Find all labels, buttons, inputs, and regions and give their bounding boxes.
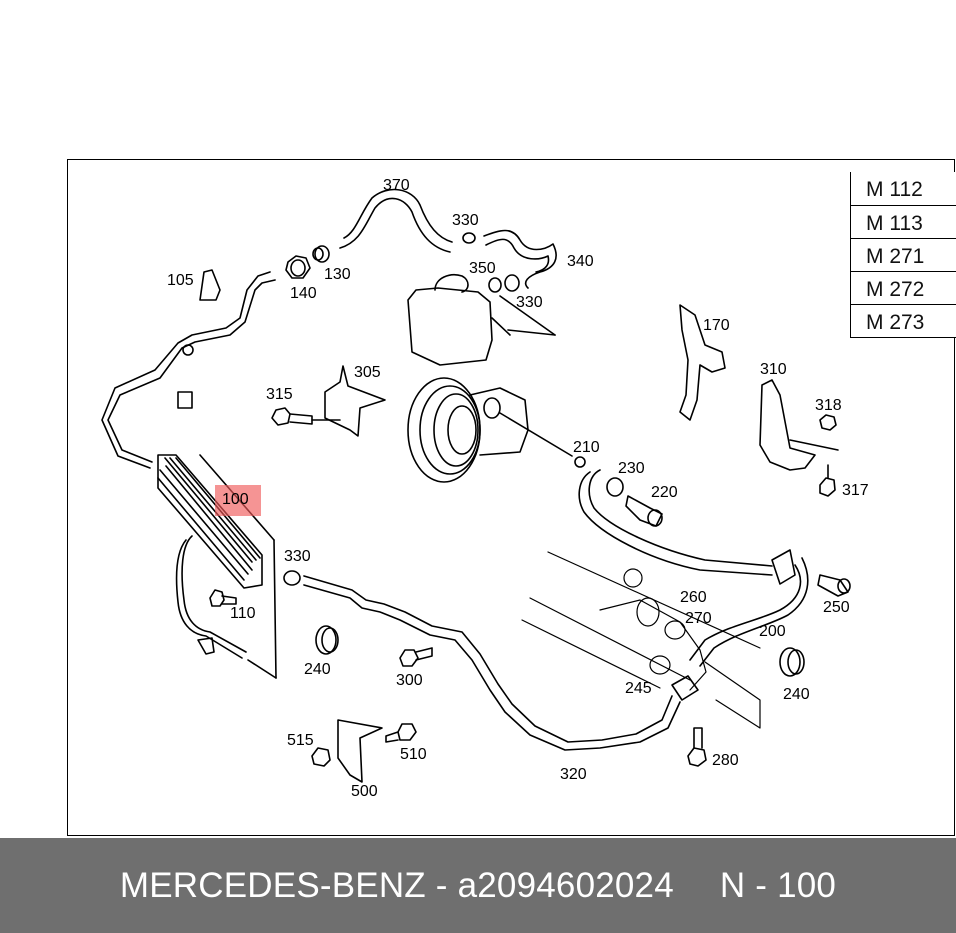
return-line-320 bbox=[303, 575, 699, 751]
callout-220: 220 bbox=[651, 484, 678, 501]
diagram-frame bbox=[67, 159, 955, 836]
callout-260: 260 bbox=[680, 589, 707, 606]
clamp-330c bbox=[283, 570, 301, 586]
highlighted-part-marker[interactable] bbox=[215, 485, 261, 516]
callout-305: 305 bbox=[354, 364, 381, 381]
bolt-315 bbox=[271, 407, 313, 426]
pressure-line-upper bbox=[101, 271, 276, 469]
engine-row: M 113 bbox=[851, 205, 956, 238]
engine-row: M 272 bbox=[851, 271, 956, 304]
callouts: 370 330 340 350 330 140 130 105 170 305 … bbox=[167, 177, 869, 800]
engine-table: M 112 M 113 M 271 M 272 M 273 bbox=[850, 172, 956, 338]
engine-row: M 112 bbox=[866, 178, 923, 201]
clamp-330b bbox=[504, 274, 520, 292]
hose-340 bbox=[483, 229, 557, 289]
footer-ref: N - 100 bbox=[719, 865, 837, 905]
callout-515: 515 bbox=[287, 732, 314, 749]
callout-350: 350 bbox=[469, 260, 496, 277]
callout-170: 170 bbox=[703, 317, 730, 334]
callout-370: 370 bbox=[383, 177, 410, 194]
callout-310: 310 bbox=[760, 361, 787, 378]
callout-245: 245 bbox=[625, 680, 652, 697]
callout-200: 200 bbox=[759, 623, 786, 640]
callout-105: 105 bbox=[167, 272, 194, 289]
footer-banner: MERCEDES-BENZ - a2094602024 N - 100 bbox=[0, 838, 956, 933]
bushing-240a bbox=[315, 625, 339, 655]
callout-270: 270 bbox=[685, 610, 712, 627]
callout-317: 317 bbox=[842, 482, 869, 499]
callout-330: 330 bbox=[452, 212, 479, 229]
parts-diagram: 370 330 340 350 330 140 130 105 170 305 … bbox=[101, 177, 869, 800]
nut-318 bbox=[819, 414, 837, 431]
callout-130: 130 bbox=[324, 266, 351, 283]
callout-110: 110 bbox=[230, 605, 256, 622]
nut-140 bbox=[285, 255, 311, 279]
highlighted-part-label: 100 bbox=[222, 491, 249, 508]
sleeve-130 bbox=[312, 245, 330, 263]
bolt-300 bbox=[399, 647, 433, 667]
engine-row: M 271 bbox=[851, 238, 956, 271]
callout-315: 315 bbox=[266, 386, 293, 403]
bolt-510 bbox=[385, 723, 417, 743]
callout-210: 210 bbox=[573, 439, 600, 456]
footer-brand-part: MERCEDES-BENZ - a2094602024 bbox=[119, 865, 674, 905]
pressure-hose-200 bbox=[578, 469, 809, 667]
callout-230: 230 bbox=[618, 460, 645, 477]
bolt-110 bbox=[209, 589, 237, 607]
return-line-lower bbox=[175, 535, 247, 659]
callout-510: 510 bbox=[400, 746, 427, 763]
steering-box bbox=[521, 551, 761, 729]
callout-340: 340 bbox=[567, 253, 594, 270]
bracket-500 bbox=[337, 719, 383, 783]
callout-330: 330 bbox=[516, 294, 543, 311]
bracket-310 bbox=[759, 379, 816, 471]
bolt-280 bbox=[687, 727, 707, 767]
pump-pulley bbox=[407, 377, 529, 483]
callout-240: 240 bbox=[783, 686, 810, 703]
callout-240: 240 bbox=[304, 661, 331, 678]
bolt-317 bbox=[819, 464, 836, 497]
nut-515 bbox=[311, 747, 331, 767]
callout-280: 280 bbox=[712, 752, 739, 769]
callout-140: 140 bbox=[290, 285, 317, 302]
ring-350 bbox=[488, 277, 502, 293]
reservoir bbox=[407, 274, 511, 366]
engine-row: M 273 bbox=[851, 304, 956, 337]
callout-330: 330 bbox=[284, 548, 311, 565]
callout-500: 500 bbox=[351, 783, 378, 800]
bracket-170 bbox=[679, 304, 726, 421]
clamp-330 bbox=[462, 232, 476, 244]
hose-370 bbox=[339, 188, 453, 253]
bolt-250 bbox=[817, 574, 851, 597]
bracket-305 bbox=[324, 365, 386, 437]
bushing-240b bbox=[779, 647, 805, 677]
bracket-105 bbox=[199, 269, 221, 301]
ring-210 bbox=[574, 456, 586, 468]
callout-320: 320 bbox=[560, 766, 587, 783]
callout-250: 250 bbox=[823, 599, 850, 616]
bolt-220 bbox=[625, 495, 663, 527]
callout-300: 300 bbox=[396, 672, 423, 689]
ring-230 bbox=[606, 477, 624, 497]
callout-318: 318 bbox=[815, 397, 842, 414]
